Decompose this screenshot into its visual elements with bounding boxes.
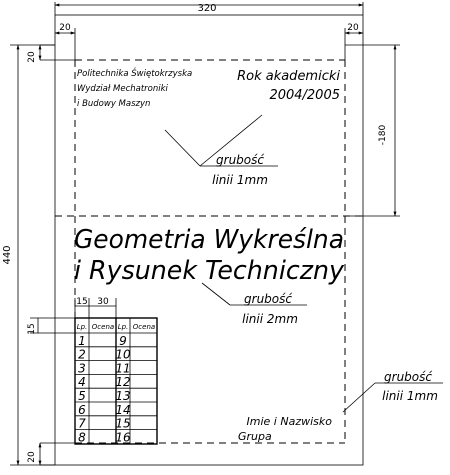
leader-1b <box>199 114 263 167</box>
table-header-lp-2: Lp. <box>118 323 129 331</box>
table-cell-lp-left: 4 <box>78 375 86 389</box>
grades-table: 1 9 2 10 3 11 4 12 5 13 6 14 7 15 8 16 Lp. Ocena Lp. Oc… <box>74 317 158 445</box>
annotation-1-label: grubość <box>216 153 264 167</box>
dim-top-margin-label: 20 <box>27 51 37 63</box>
title-line-2: i Rysunek Techniczny <box>74 256 345 286</box>
year-label: Rok akademicki <box>237 69 340 84</box>
group-label: Grupa <box>238 430 272 443</box>
table-cell-lp-right: 15 <box>115 417 130 431</box>
dim-col2-label: 30 <box>97 297 109 307</box>
leader-1a <box>164 129 201 167</box>
table-cell-lp-left: 2 <box>78 348 86 362</box>
annotation-3-value: linii 1mm <box>382 389 438 403</box>
institution-line-2: Wydział Mechatroniki <box>77 84 169 94</box>
dim-right-label: -180 <box>378 125 388 146</box>
table-cell-lp-left: 8 <box>78 430 86 444</box>
table-cell-lp-left: 5 <box>78 389 86 403</box>
table-cell-lp-right: 11 <box>115 361 130 375</box>
title-line-1: Geometria Wykreślna <box>74 225 344 255</box>
table-cell-lp-left: 1 <box>78 334 86 348</box>
institution-line-3: i Budowy Maszyn <box>77 99 150 109</box>
leader-3 <box>342 382 376 413</box>
author-label: Imie i Nazwisko <box>247 415 333 428</box>
dim-width-label: 320 <box>197 3 216 14</box>
annotation-1-value: linii 1mm <box>212 173 268 187</box>
sheet-outer-border <box>54 14 364 466</box>
annotation-2-value: linii 2mm <box>242 312 298 326</box>
table-cell-lp-left: 7 <box>78 417 86 431</box>
dim-col1-label: 15 <box>76 297 87 307</box>
table-cell-lp-right: 9 <box>119 334 127 348</box>
table-header-grade-1: Ocena <box>92 323 114 331</box>
table-cell-lp-right: 12 <box>115 375 130 389</box>
leader-2 <box>201 282 231 306</box>
table-cell-lp-left: 6 <box>78 403 86 417</box>
table-header-lp-1: Lp. <box>77 323 88 331</box>
table-cell-lp-left: 3 <box>78 361 86 375</box>
dim-height-label: 440 <box>2 245 13 264</box>
dim-bottom-margin-label: 20 <box>27 451 37 463</box>
table-cell-lp-right: 16 <box>115 430 131 444</box>
year-value: 2004/2005 <box>269 88 340 103</box>
dim-margin-left-label: 20 <box>59 23 71 33</box>
table-cell-lp-right: 10 <box>115 348 131 362</box>
dim-row-label: 15 <box>27 323 37 334</box>
institution-line-1: Politechnika Świętokrzyska <box>77 67 192 79</box>
annotation-2-label: grubość <box>244 292 292 306</box>
table-cell-lp-right: 13 <box>115 389 130 403</box>
table-cell-lp-right: 14 <box>115 403 130 417</box>
table-header-grade-2: Ocena <box>133 323 155 331</box>
dim-margin-right-label: 20 <box>347 23 359 33</box>
annotation-3-label: grubość <box>384 370 432 384</box>
